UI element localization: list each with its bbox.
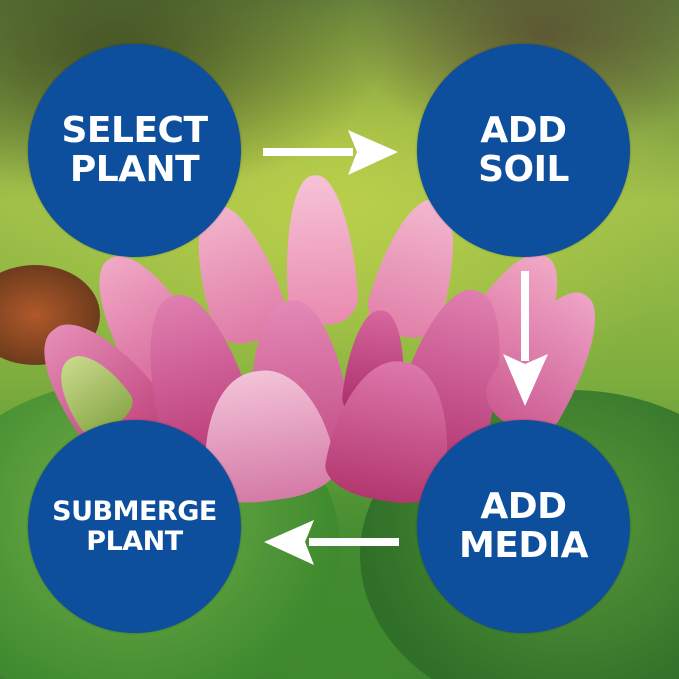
step-select-plant: SELECT PLANT (28, 44, 241, 257)
step-label-line2: MEDIA (458, 524, 589, 566)
arrow-down-icon (503, 271, 548, 406)
step-label-line1: SUBMERGE (52, 496, 217, 528)
step-label-line2: SOIL (478, 148, 569, 190)
step-add-soil: ADD SOIL (417, 44, 630, 257)
step-label-line2: PLANT (69, 148, 200, 190)
step-add-media: ADD MEDIA (417, 420, 630, 633)
step-label-line1: ADD (480, 109, 567, 151)
step-label-line1: SELECT (61, 109, 208, 151)
step-label-line2: PLANT (86, 525, 183, 557)
arrow-right-icon (263, 130, 398, 175)
arrow-left-icon (264, 520, 399, 565)
step-label-line1: ADD (480, 485, 567, 527)
step-submerge-plant: SUBMERGE PLANT (28, 420, 241, 633)
